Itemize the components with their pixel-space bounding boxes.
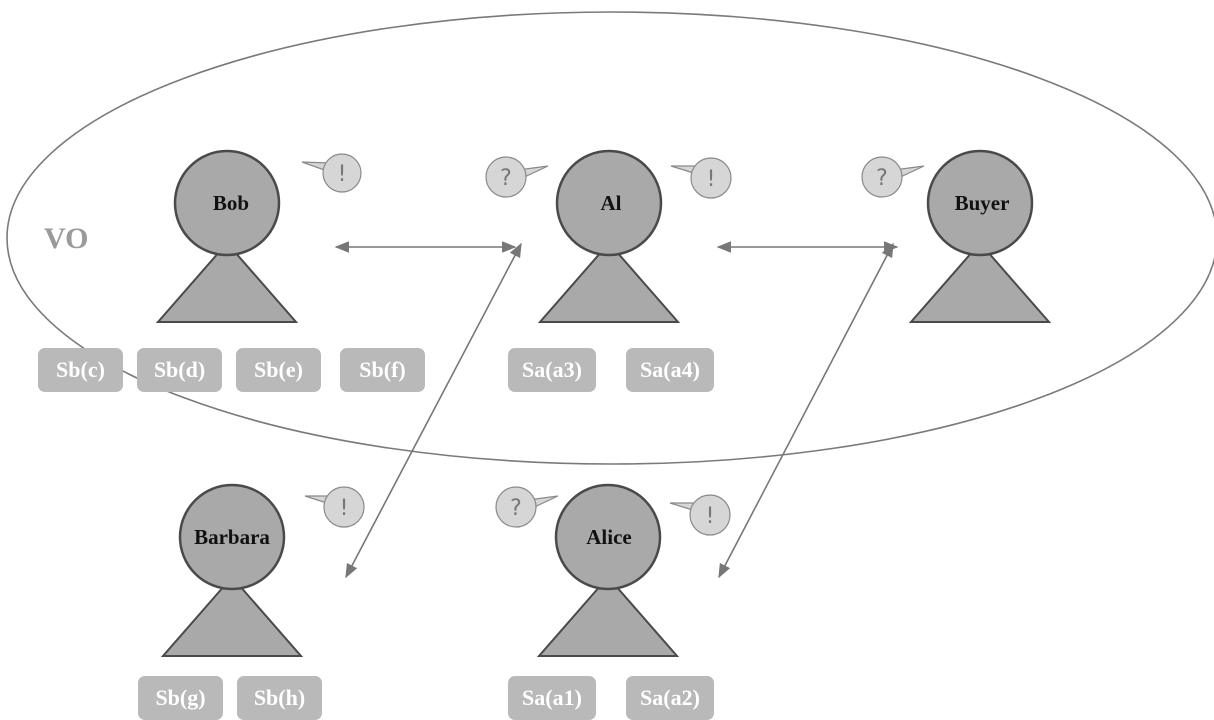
arrow-al-barbara [345, 242, 522, 579]
query-bubble-buyer: ? [861, 156, 925, 198]
answer-bubble-barbara: ! [304, 486, 365, 528]
agent-buyer: Buyer [908, 149, 1052, 323]
agent-barbara: Barbara [160, 483, 304, 657]
agent-body [537, 241, 681, 323]
service-tag-alice-1: Sa(a1) [508, 676, 596, 720]
service-tag-barbara-2: Sb(h) [237, 676, 322, 720]
agent-alice: Alice [536, 483, 680, 657]
agent-head [178, 483, 286, 591]
agent-body [908, 241, 1052, 323]
agent-name-al: Al [601, 191, 622, 215]
answer-glyph: ! [338, 162, 347, 187]
bubble-body [322, 153, 362, 193]
bubble-body [689, 494, 731, 536]
service-tag-alice-2: Sa(a2) [626, 676, 714, 720]
query-glyph: ? [500, 166, 512, 191]
query-glyph: ? [876, 166, 888, 191]
answer-bubble-al: ! [670, 157, 732, 199]
answer-glyph: ! [340, 496, 349, 521]
service-tag-bob-2: Sb(d) [137, 348, 222, 392]
answer-bubble-alice: ! [669, 494, 731, 536]
agent-name-bob: Bob [213, 191, 249, 215]
service-tag-bob-3: Sb(e) [236, 348, 321, 392]
service-tag-al-1: Sa(a3) [508, 348, 596, 392]
vo-label: VO [44, 222, 88, 255]
bubble-body [323, 486, 365, 528]
answer-glyph: ! [706, 504, 715, 529]
bubble-body [495, 486, 537, 528]
agent-body [160, 575, 304, 657]
agent-name-barbara: Barbara [194, 525, 270, 549]
agent-name-alice: Alice [586, 525, 631, 549]
agent-name-buyer: Buyer [955, 191, 1010, 215]
service-tag-bob-4: Sb(f) [340, 348, 425, 392]
agent-bob: Bob [155, 149, 299, 323]
agent-al: Al [537, 149, 681, 323]
query-bubble-alice: ? [495, 486, 559, 528]
agent-head [173, 149, 281, 257]
agent-body [536, 575, 680, 657]
answer-glyph: ! [707, 167, 716, 192]
service-tag-bob-1: Sb(c) [38, 348, 123, 392]
answer-bubble-bob: ! [301, 153, 362, 193]
agent-head [555, 149, 663, 257]
service-tag-al-2: Sa(a4) [626, 348, 714, 392]
vo-boundary [6, 11, 1214, 465]
bubble-body [861, 156, 903, 198]
query-glyph: ? [510, 496, 522, 521]
agent-head [554, 483, 662, 591]
bubble-body [485, 156, 527, 198]
agent-body [155, 241, 299, 323]
query-bubble-al: ? [485, 156, 549, 198]
arrow-buyer-alice [718, 242, 894, 579]
agent-head [926, 149, 1034, 257]
service-tag-barbara-1: Sb(g) [138, 676, 223, 720]
bubble-body [690, 157, 732, 199]
